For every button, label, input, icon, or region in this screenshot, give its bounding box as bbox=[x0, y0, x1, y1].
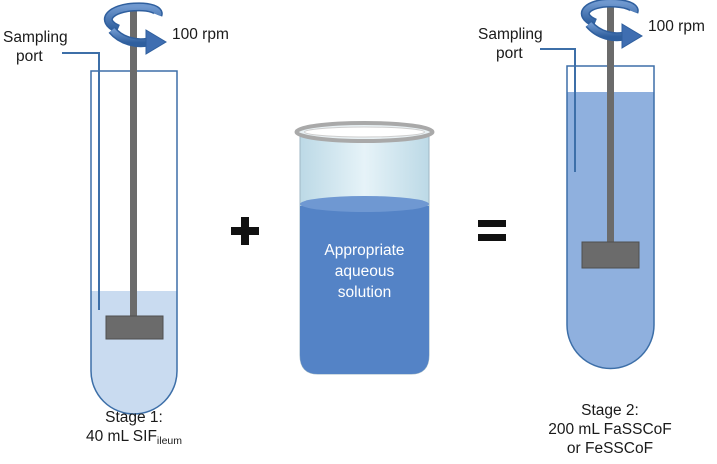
stage2-paddle bbox=[581, 241, 640, 269]
stage1-sampling-port-label: Sampling port bbox=[3, 29, 68, 65]
stage1-sampling-port-tube bbox=[62, 52, 100, 310]
stage1-paddle bbox=[105, 315, 164, 340]
stage2-tube-outline bbox=[566, 65, 655, 370]
beaker bbox=[294, 121, 435, 375]
stage1-tube-outline bbox=[90, 70, 178, 415]
beaker-label: Appropriate aqueous solution bbox=[324, 242, 405, 301]
stage2-vessel bbox=[540, 6, 655, 370]
beaker-liquid bbox=[300, 200, 429, 374]
stage1-stirrer-shaft bbox=[130, 8, 137, 318]
plus-sign-icon bbox=[231, 217, 259, 245]
stage1-rpm-label: 100 rpm bbox=[172, 26, 229, 43]
stage1-caption: Stage 1: 40 mL SIFileum bbox=[85, 409, 183, 447]
stage1-caption-subscript: ileum bbox=[156, 435, 183, 447]
stage2-caption: Stage 2: 200 mL FaSSCoF or FeSSCoF bbox=[548, 402, 672, 457]
equals-sign-icon bbox=[478, 220, 506, 241]
stage2-sampling-port-tube bbox=[540, 48, 576, 172]
stage2-rotation-arrow-icon bbox=[580, 0, 643, 49]
stage1-rotation-arrow-icon bbox=[104, 2, 167, 55]
beaker-liquid-surface bbox=[300, 196, 429, 212]
stage1-vessel bbox=[62, 8, 178, 415]
stage2-sampling-port-label: Sampling port bbox=[478, 26, 543, 62]
stage2-stirrer-shaft bbox=[607, 6, 614, 244]
stage2-rpm-label: 100 rpm bbox=[648, 18, 705, 35]
